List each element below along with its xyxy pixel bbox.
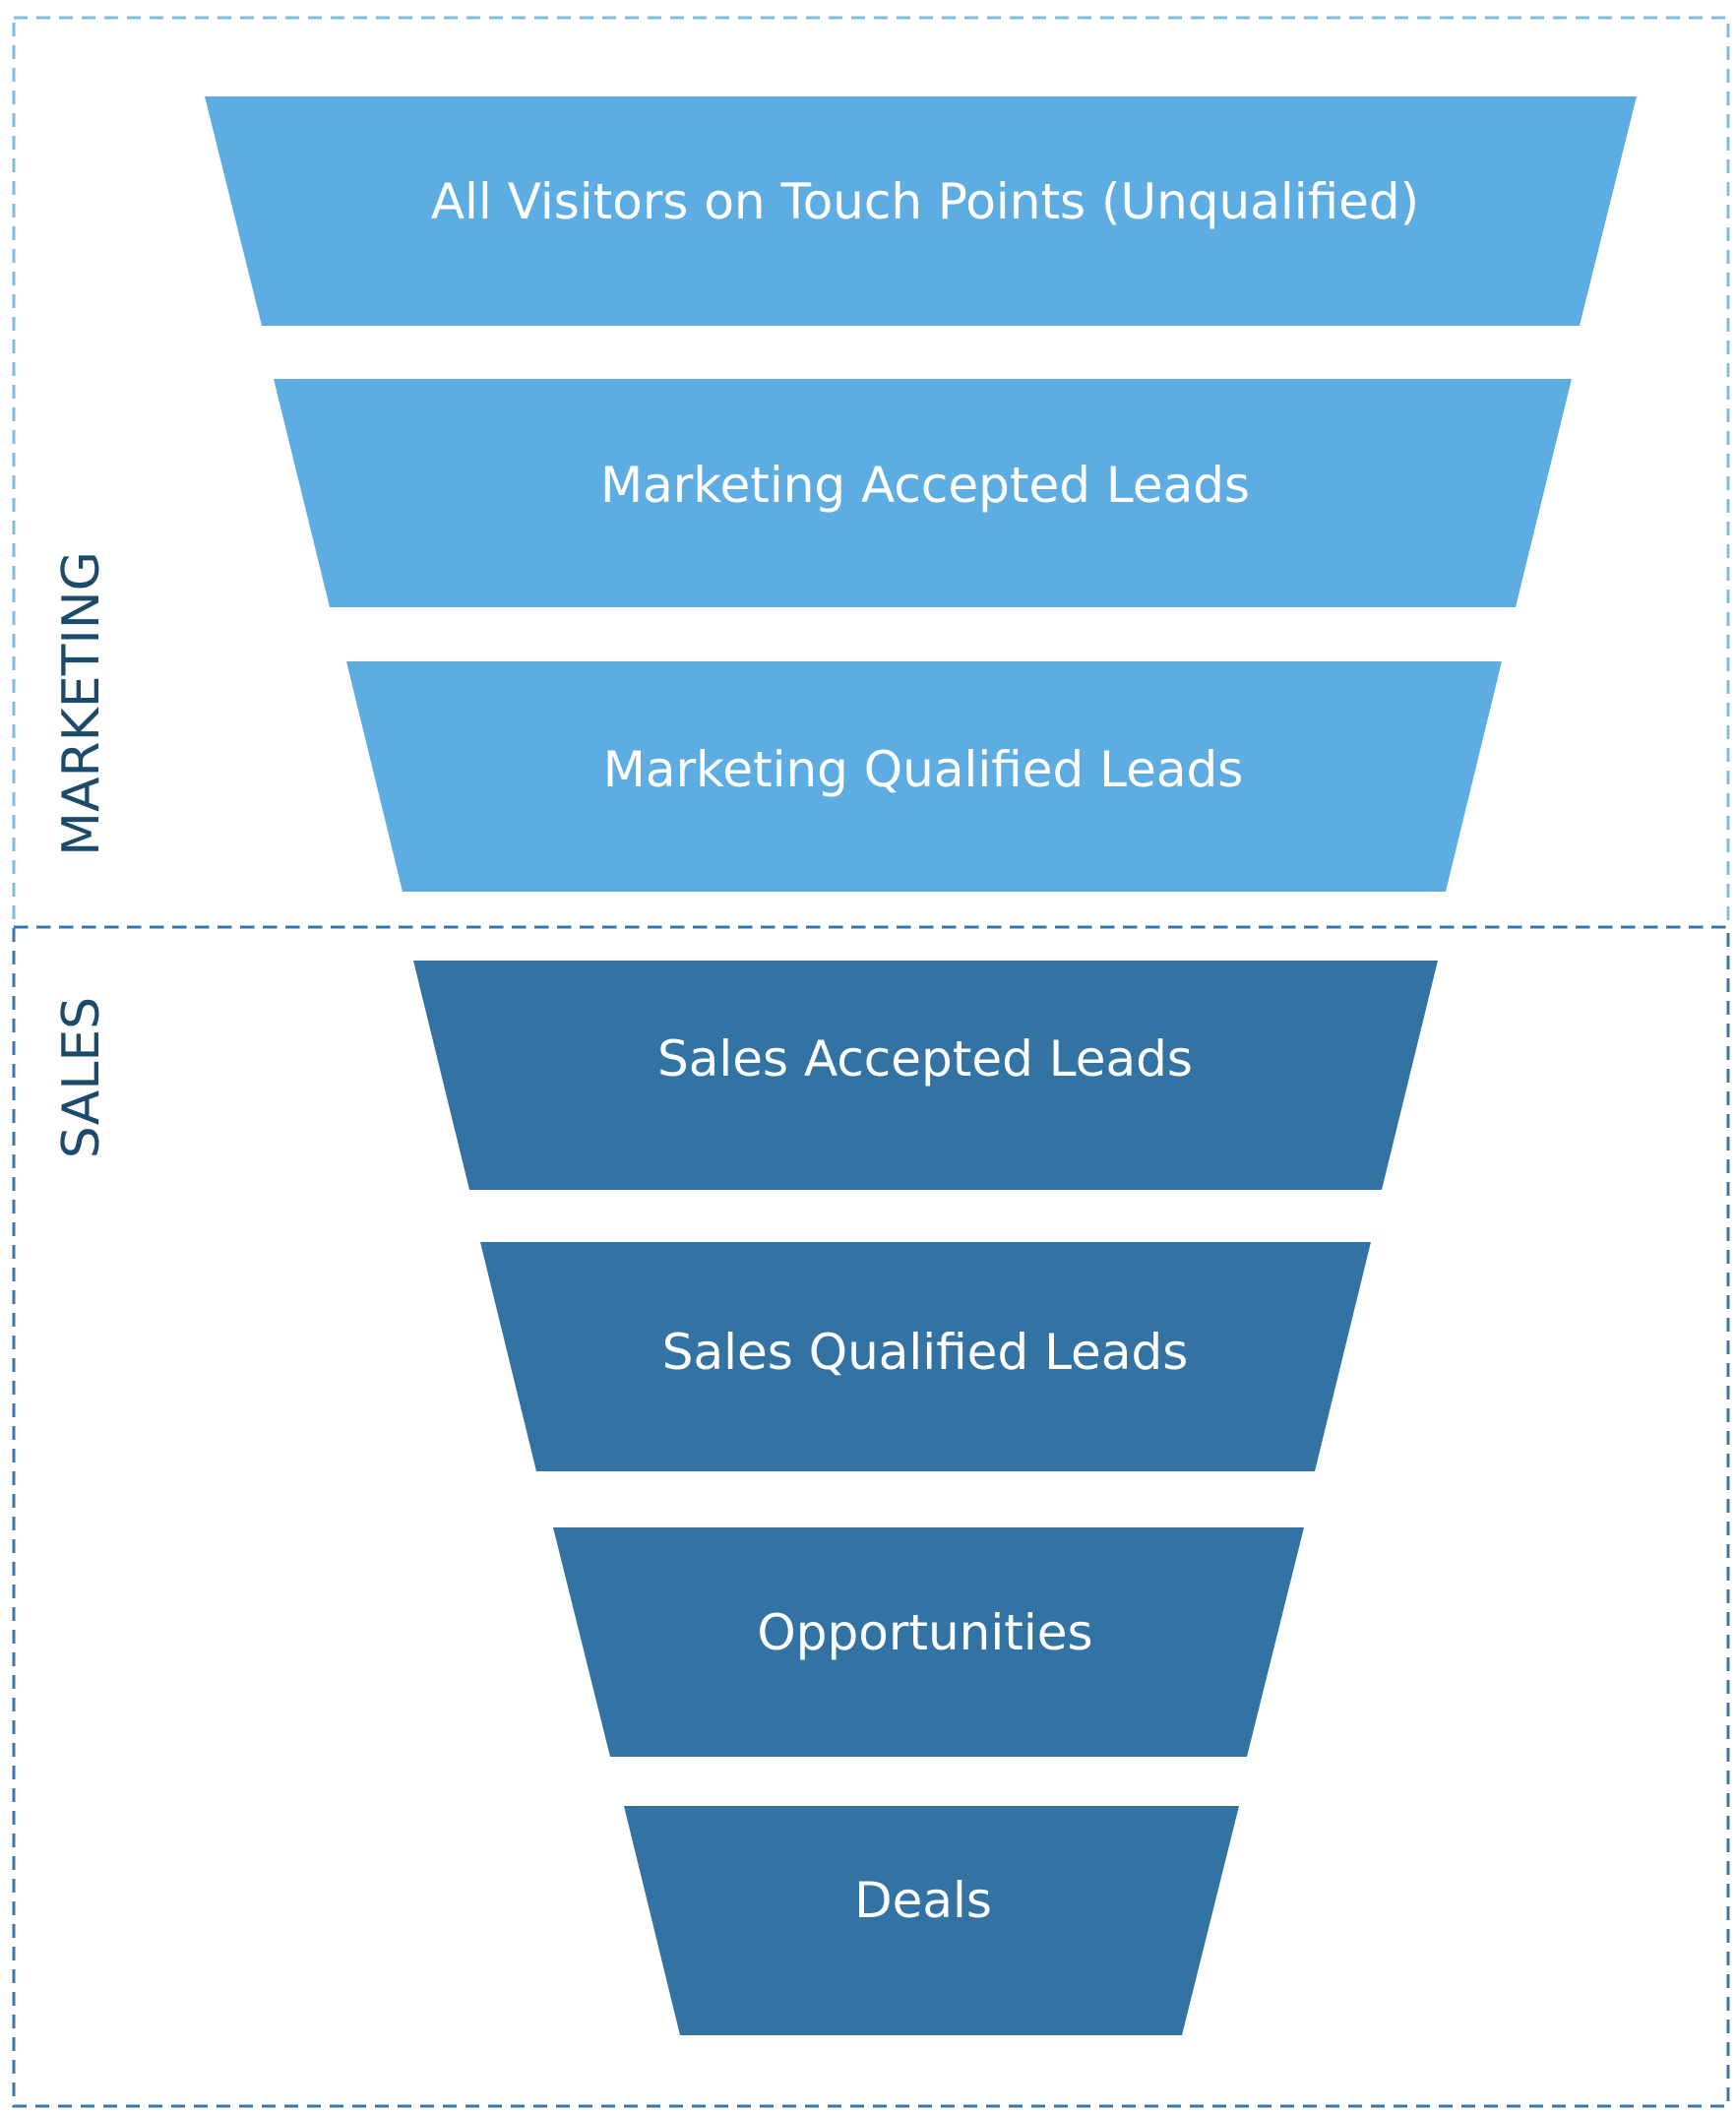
funnel-stage-shape	[480, 1242, 1371, 1471]
sales-section-box	[12, 925, 1730, 2108]
funnel-stage-shape	[624, 1806, 1239, 2035]
funnel-stage-shape	[553, 1527, 1304, 1757]
funnel-stage-label: Sales Qualified Leads	[662, 1324, 1189, 1381]
funnel-stage-sales-qualified-leads: Sales Qualified Leads	[480, 1242, 1371, 1471]
funnel-stage-shape	[413, 961, 1438, 1190]
funnel-stage-label: Deals	[854, 1872, 992, 1929]
marketing-section-label: MARKETING	[52, 551, 111, 856]
funnel-stage-deals: Deals	[624, 1806, 1239, 2035]
sales-section-label: SALES	[52, 997, 111, 1158]
funnel-stage-sales-accepted-leads: Sales Accepted Leads	[413, 961, 1438, 1190]
funnel-stage-marketing-accepted-leads: Marketing Accepted Leads	[274, 379, 1572, 607]
funnel-stage-label: All Visitors on Touch Points (Unqualifie…	[431, 173, 1419, 230]
funnel-stage-label: Opportunities	[757, 1604, 1092, 1661]
funnel-stage-label: Marketing Accepted Leads	[600, 457, 1250, 514]
funnel-stage-shape	[346, 661, 1502, 892]
funnel-stage-opportunities: Opportunities	[553, 1527, 1304, 1757]
funnel-stage-marketing-qualified-leads: Marketing Qualified Leads	[346, 661, 1502, 892]
funnel-stage-all-visitors: All Visitors on Touch Points (Unqualifie…	[205, 96, 1637, 326]
funnel-stage-shape	[274, 379, 1572, 607]
funnel-stage-label: Marketing Qualified Leads	[603, 741, 1244, 798]
funnel-stage-shape	[205, 96, 1637, 326]
funnel-stage-label: Sales Accepted Leads	[657, 1030, 1193, 1088]
